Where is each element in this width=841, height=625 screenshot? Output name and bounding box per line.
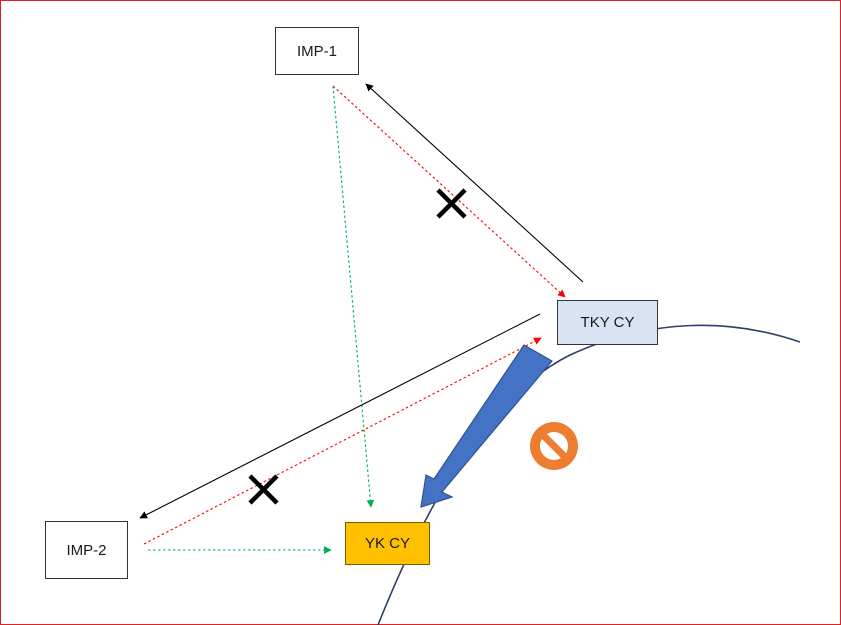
edge-tky-to-imp2 <box>139 313 541 519</box>
edge-tky-to-imp1 <box>365 83 584 283</box>
edge-imp1-to-yk <box>332 85 375 508</box>
node-tky-cy-label: TKY CY <box>580 314 635 331</box>
no-symbol-icon <box>530 422 578 470</box>
node-tky-cy: TKY CY <box>557 300 658 345</box>
node-imp-2: IMP-2 <box>45 521 128 579</box>
x-icon <box>436 188 467 219</box>
edge-imp1-to-tky <box>332 85 566 298</box>
node-imp-1-label: IMP-1 <box>296 42 337 60</box>
x-icon <box>248 474 279 505</box>
node-imp-2-label: IMP-2 <box>66 541 107 559</box>
block-arrow-tky-to-yk <box>420 344 553 508</box>
node-yk-cy-label: YK CY <box>364 535 410 552</box>
node-imp-1: IMP-1 <box>275 27 359 75</box>
node-yk-cy: YK CY <box>345 522 430 565</box>
